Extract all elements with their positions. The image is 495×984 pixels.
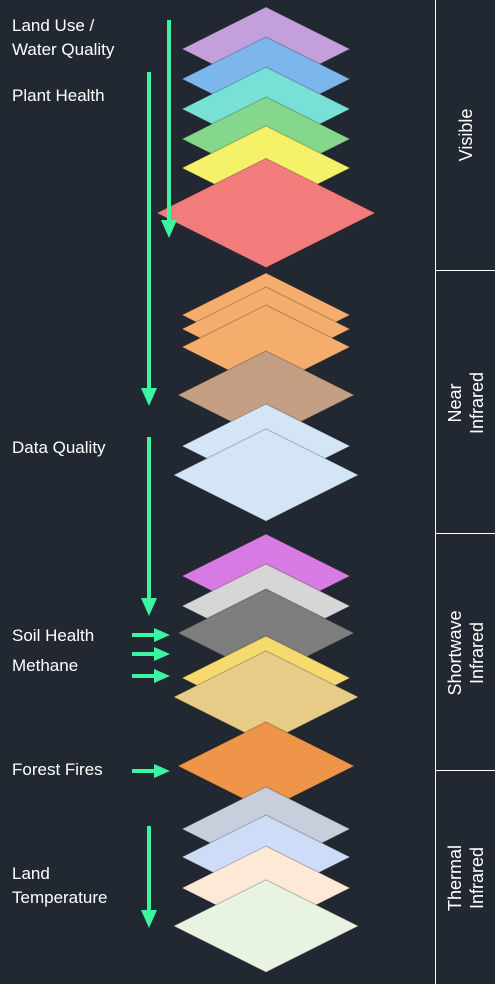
- data-quality-arrow: [141, 437, 157, 616]
- band-shortwave-infrared: Shortwave Infrared: [435, 533, 495, 771]
- band-near-infrared: Near Infrared: [435, 270, 495, 534]
- band-thermal-infrared-title: Thermal Infrared: [445, 844, 487, 911]
- land-temperature-arrow: [141, 826, 157, 928]
- data-quality-label: Data Quality: [12, 438, 106, 457]
- arrow-group: [132, 20, 177, 928]
- forest-fires-label: Forest Fires: [12, 760, 103, 779]
- band-shortwave-infrared-title: Shortwave Infrared: [445, 609, 487, 696]
- band-layer-stack: [155, 6, 377, 973]
- soil-health-arrow: [132, 628, 170, 642]
- band-layer-near-infrared-11: [172, 428, 360, 522]
- methane-arrow-2: [132, 669, 170, 683]
- land-use-water-quality-label: Land Use / Water Quality: [12, 16, 115, 59]
- band-visible-title: Visible: [456, 108, 476, 162]
- methane-arrow-1: [132, 647, 170, 661]
- band-layer-visible-5: [155, 157, 377, 269]
- plant-health-label: Plant Health: [12, 86, 105, 105]
- plant-health-arrow: [141, 72, 157, 406]
- land-temperature-label: Land Temperature: [12, 864, 108, 907]
- band-near-infrared-title: Near Infrared: [445, 371, 487, 434]
- forest-fires-arrow: [132, 764, 170, 778]
- methane-label: Methane: [12, 656, 79, 675]
- soil-health-label: Soil Health: [12, 626, 95, 645]
- band-thermal-infrared: Thermal Infrared: [435, 770, 495, 984]
- band-layer-thermal-infrared-21: [172, 879, 360, 973]
- land-use-arrow: [161, 20, 177, 238]
- band-visible: Visible: [435, 0, 495, 270]
